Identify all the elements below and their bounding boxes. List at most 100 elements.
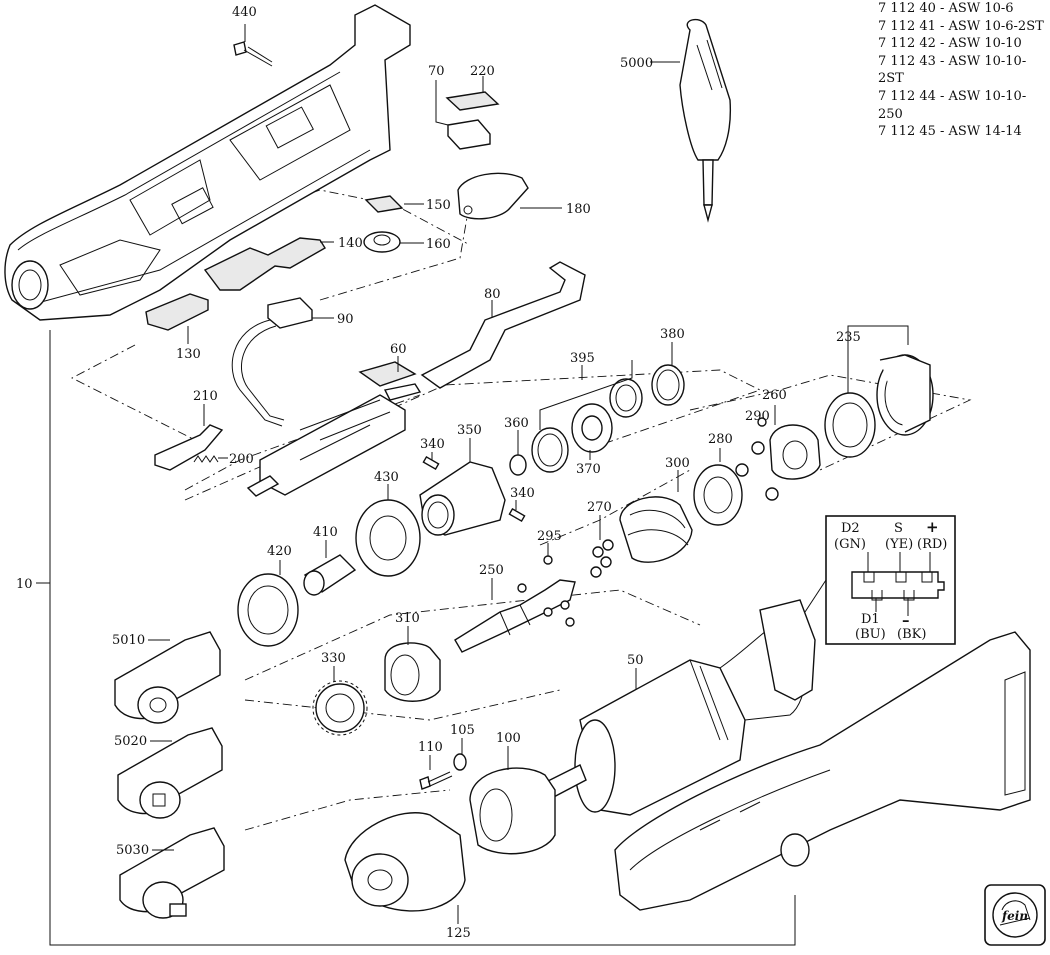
label-200: 200	[229, 452, 254, 467]
part-125-motor-housing	[344, 812, 466, 924]
label-5000: 5000	[620, 56, 653, 71]
label-330: 330	[321, 651, 346, 666]
model-item: 7 112 43 - ASW 10-10-2ST	[878, 53, 1027, 87]
part-370-bearing	[571, 403, 613, 460]
wire-d1: D1	[861, 612, 880, 627]
part-430-washer	[355, 484, 421, 577]
label-110: 110	[418, 740, 443, 755]
wire-gn: (GN)	[834, 537, 866, 552]
label-300: 300	[665, 456, 690, 471]
label-150: 150	[426, 198, 451, 213]
part-90-and-cable	[231, 297, 334, 427]
part-270-rollers	[590, 515, 614, 578]
part-340-pins	[422, 452, 526, 523]
label-105: 105	[450, 723, 475, 738]
fein-logo-text: fein	[1001, 909, 1028, 923]
fein-logo	[984, 884, 1046, 946]
label-220: 220	[470, 64, 495, 79]
label-50: 50	[627, 653, 644, 668]
part-350-gear-housing	[419, 438, 506, 536]
angle-head-5020	[117, 727, 223, 819]
screw-part-440	[233, 24, 273, 67]
model-item: 7 112 42 - ASW 10-10	[878, 36, 1022, 52]
part-300-gear	[619, 470, 693, 563]
label-100: 100	[496, 731, 521, 746]
label-410: 410	[313, 525, 338, 540]
label-160: 160	[426, 237, 451, 252]
label-270: 270	[587, 500, 612, 515]
label-395: 395	[570, 351, 595, 366]
assembly-bracket-10	[36, 330, 796, 946]
label-140: 140	[338, 236, 363, 251]
label-380: 380	[660, 327, 685, 342]
model-list: 7 112 40 - ASW 10-6 7 112 41 - ASW 10-6-…	[878, 0, 1050, 141]
angle-head-5010	[114, 631, 221, 724]
label-5020: 5020	[114, 734, 147, 749]
part-395-rings	[531, 360, 643, 473]
part-330-gear	[312, 666, 368, 736]
part-260-flange	[769, 424, 821, 480]
label-80: 80	[484, 287, 501, 302]
part-labels: 440 70 220 5000 150 180 140 160 80 90 13…	[16, 5, 861, 941]
part-130	[145, 293, 209, 344]
part-180	[457, 172, 562, 220]
wire-ye: (YE)	[885, 537, 913, 552]
part-380-clip	[651, 342, 685, 406]
model-item: 7 112 41 - ASW 10-6-2ST	[878, 18, 1044, 34]
label-420: 420	[267, 544, 292, 559]
label-430: 430	[374, 470, 399, 485]
wire-rd: (RD)	[917, 537, 947, 552]
part-160	[363, 231, 424, 253]
model-item: 7 112 45 - ASW 14-14	[878, 124, 1022, 140]
label-360: 360	[504, 416, 529, 431]
label-340a: 340	[420, 437, 445, 452]
angle-head-5030	[119, 827, 225, 919]
part-235-nut	[847, 325, 934, 436]
housing-shell-part-10	[4, 4, 411, 321]
part-100-bearing-plate	[469, 746, 556, 855]
part-140	[203, 237, 334, 291]
label-60: 60	[390, 342, 407, 357]
part-210	[154, 404, 224, 471]
part-410-sleeve	[303, 540, 357, 596]
label-5010: 5010	[112, 633, 145, 648]
label-235: 235	[836, 330, 861, 345]
wire-bu: (BU)	[855, 627, 886, 642]
part-150	[364, 195, 424, 213]
part-360-ring	[509, 430, 527, 476]
label-210: 210	[193, 389, 218, 404]
label-290: 290	[745, 409, 770, 424]
label-5030: 5030	[116, 843, 149, 858]
wire-bk: (BK)	[897, 627, 926, 642]
label-90: 90	[337, 312, 354, 327]
label-70: 70	[428, 64, 445, 79]
wire-s: S	[894, 521, 903, 536]
part-60	[358, 356, 422, 401]
model-item: 7 112 44 - ASW 10-10-250	[878, 88, 1027, 122]
wiring-labels: D2 (GN) S (YE) + (RD) D1 (BU) – (BK)	[834, 518, 947, 642]
label-280: 280	[708, 432, 733, 447]
wire-minus: –	[902, 611, 910, 629]
wire-plus: +	[926, 518, 939, 536]
part-250-spindle	[454, 578, 576, 653]
part-420-nut	[237, 560, 299, 647]
label-440: 440	[232, 5, 257, 20]
part-295-balls	[517, 543, 575, 627]
label-130: 130	[176, 347, 201, 362]
part-260-bearing	[774, 392, 876, 458]
label-260: 260	[762, 388, 787, 403]
label-310: 310	[395, 611, 420, 626]
label-370: 370	[576, 462, 601, 477]
label-250: 250	[479, 563, 504, 578]
label-295: 295	[537, 529, 562, 544]
wire-d2: D2	[841, 521, 860, 536]
screwdriver-part-5000	[650, 18, 732, 223]
part-105-washer	[453, 738, 467, 771]
part-200-spring	[193, 455, 228, 463]
label-350: 350	[457, 423, 482, 438]
label-125: 125	[446, 926, 471, 941]
part-80-spring-latch	[420, 261, 586, 389]
part-110-screw	[419, 755, 453, 790]
